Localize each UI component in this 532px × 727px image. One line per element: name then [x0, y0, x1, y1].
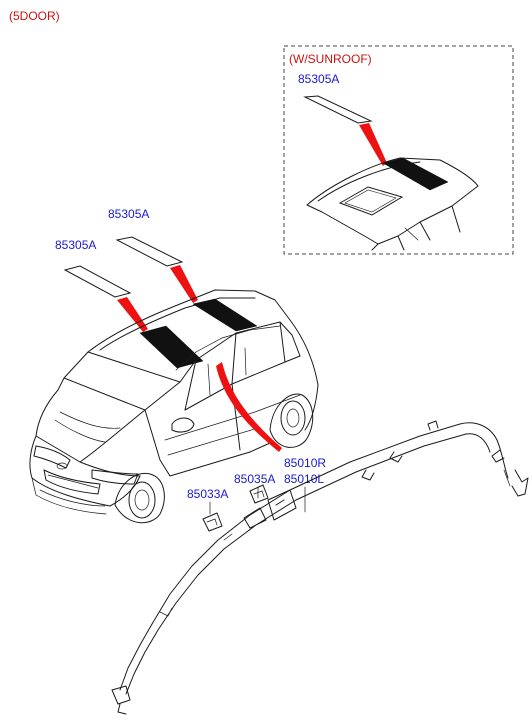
roof-band-front: [139, 325, 204, 369]
inset-pad-label: 85305A: [298, 72, 339, 86]
pad-front-pointer: [117, 297, 148, 332]
pad-front-label: 85305A: [55, 238, 96, 252]
roof-band-rear: [192, 298, 258, 332]
inset-roof-outline: [306, 157, 479, 251]
bracket-upper: [249, 484, 269, 504]
roof-pads: 85305A 85305A: [55, 207, 198, 332]
airbag-l-label: 85010L: [284, 472, 324, 486]
airbag-pointer: [216, 362, 282, 452]
bracket-lower: [202, 512, 223, 532]
bracket-lower-label: 85033A: [187, 487, 228, 501]
inset-title: (W/SUNROOF): [289, 52, 372, 66]
inset-roof-pad: [303, 95, 373, 124]
pad-rear-label: 85305A: [108, 207, 149, 221]
curtain-airbag: 85010R 85010L 85035A 85033A: [111, 420, 529, 715]
car-hatchback: [29, 289, 319, 524]
bracket-upper-label: 85035A: [234, 472, 275, 486]
inset-pad-pointer: [359, 123, 387, 166]
inset-frame: [283, 45, 514, 255]
airbag-r-label: 85010R: [284, 456, 326, 470]
pad-front: [63, 265, 132, 298]
body-type-label: (5DOOR): [9, 9, 60, 23]
pad-rear: [115, 236, 184, 267]
pad-rear-pointer: [170, 265, 198, 303]
sunroof-glass: [338, 186, 404, 216]
sunroof-inset: (W/SUNROOF) 85305A: [283, 45, 514, 255]
inset-roof-band: [382, 157, 449, 191]
